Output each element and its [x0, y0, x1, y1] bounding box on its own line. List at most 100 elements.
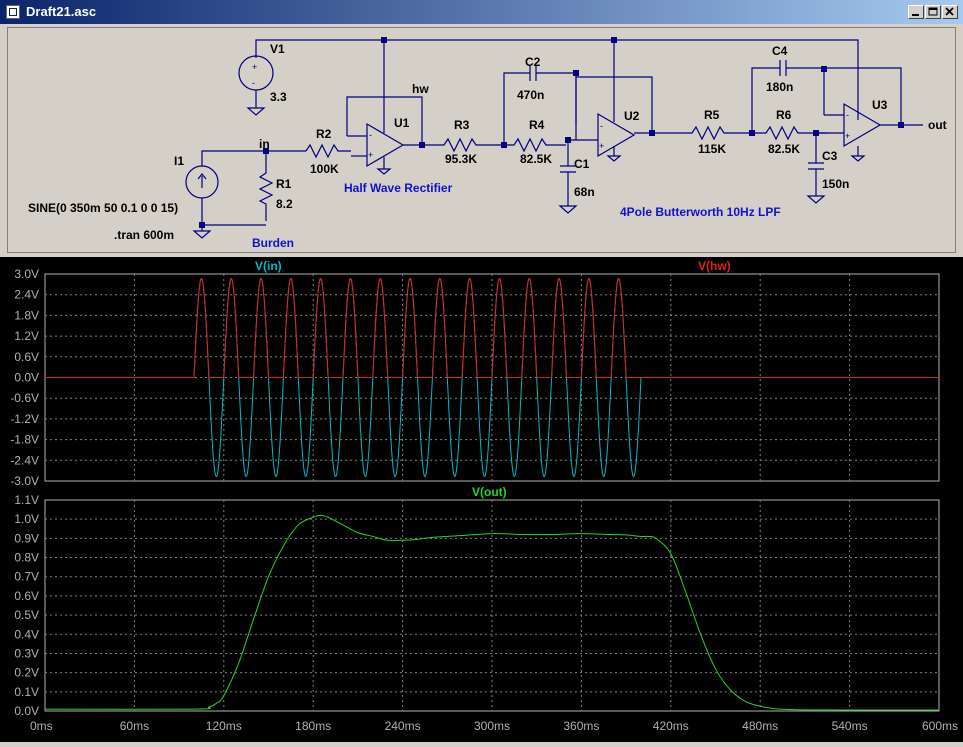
- opamp-u2[interactable]: [597, 112, 636, 158]
- x-tick-label: 600ms: [922, 719, 958, 733]
- c4-value: 180n: [766, 80, 793, 94]
- y-tick-label-top: -0.6V: [10, 391, 39, 405]
- c2-value: 470n: [517, 88, 544, 102]
- i1-value: SINE(0 350m 50 0.1 0 0 15): [28, 201, 178, 215]
- y-tick-label-bottom: 0.4V: [14, 627, 39, 641]
- y-tick-label-bottom: 0.9V: [14, 531, 39, 545]
- comment-rectifier: Half Wave Rectifier: [344, 181, 453, 195]
- y-tick-label-bottom: 1.1V: [14, 493, 39, 507]
- comment-burden: Burden: [252, 236, 294, 250]
- tran-directive[interactable]: .tran 600m: [114, 228, 174, 242]
- y-tick-label-top: -1.8V: [10, 433, 39, 447]
- y-tick-label-top: 1.2V: [14, 329, 39, 343]
- y-tick-label-bottom: 1.0V: [14, 512, 39, 526]
- y-tick-label-top: 0.0V: [14, 371, 39, 385]
- plot-pane-bottom[interactable]: 1.1V 1.0V 0.9V 0.8V 0.7V 0.6V 0.5V 0.4V 0.3V 0.2V…: [14, 485, 958, 733]
- y-tick-label-bottom: 0.0V: [14, 704, 39, 718]
- y-tick-label-top: -3.0V: [10, 474, 39, 488]
- y-tick-label-bottom: 0.8V: [14, 551, 39, 565]
- trace-vhw[interactable]: [45, 277, 939, 378]
- svg-text:+: +: [368, 150, 373, 160]
- legend-vout[interactable]: V(out): [472, 485, 507, 499]
- i1-label: I1: [174, 154, 184, 168]
- x-tick-label: 300ms: [474, 719, 510, 733]
- r4-value: 82.5K: [520, 152, 552, 166]
- net-label-out: out: [928, 118, 947, 132]
- x-tick-label: 360ms: [563, 719, 599, 733]
- x-tick-label: 120ms: [206, 719, 242, 733]
- svg-text:+: +: [252, 62, 257, 72]
- r4-label: R4: [529, 118, 545, 132]
- minimize-icon: [912, 14, 919, 16]
- resistor-r6[interactable]: [751, 67, 828, 141]
- restore-icon: [928, 7, 938, 16]
- c2-label: C2: [525, 55, 541, 69]
- y-tick-label-top: 2.4V: [14, 288, 39, 302]
- window-title: Draft21.asc: [26, 4, 97, 19]
- c3-label: C3: [822, 149, 838, 163]
- y-tick-label-top: -2.4V: [10, 453, 39, 467]
- window-title-bar[interactable]: Draft21.asc: [0, 0, 963, 24]
- u2-label: U2: [624, 109, 640, 123]
- r2-label: R2: [316, 127, 332, 141]
- y-tick-label-bottom: 0.2V: [14, 666, 39, 680]
- x-tick-label: 60ms: [120, 719, 149, 733]
- y-tick-label-bottom: 0.3V: [14, 646, 39, 660]
- schematic-pane[interactable]: -+ -+ -+ +- V1 3.3 I1 SINE(0 350m 50 0.1…: [7, 27, 956, 253]
- resistor-r3[interactable]: [422, 137, 502, 153]
- x-tick-label: 420ms: [653, 719, 689, 733]
- y-tick-label-bottom: 0.7V: [14, 570, 39, 584]
- waveform-canvas[interactable]: 3.0V2.4V1.8V1.2V0.6V0.0V-0.6V-1.2V-1.8V-…: [0, 257, 963, 742]
- legend-vin[interactable]: V(in): [255, 259, 282, 273]
- r1-value: 8.2: [276, 197, 293, 211]
- close-button[interactable]: [942, 5, 958, 19]
- resistor-r2[interactable]: [305, 143, 351, 159]
- x-tick-label: 0ms: [30, 719, 53, 733]
- y-tick-label-bottom: 0.6V: [14, 589, 39, 603]
- u3-label: U3: [872, 98, 888, 112]
- opamp-u3[interactable]: [843, 102, 882, 148]
- capacitor-c3[interactable]: [806, 133, 826, 204]
- svg-text:-: -: [600, 121, 603, 131]
- plot-pane-top[interactable]: 3.0V2.4V1.8V1.2V0.6V0.0V-0.6V-1.2V-1.8V-…: [10, 259, 940, 488]
- trace-vout[interactable]: [44, 514, 940, 711]
- opamp-u1[interactable]: [366, 122, 405, 168]
- c1-value: 68n: [574, 185, 595, 199]
- svg-text:+: +: [845, 131, 850, 141]
- r3-label: R3: [454, 118, 470, 132]
- schematic-file-icon: [6, 5, 20, 19]
- u1-label: U1: [394, 116, 410, 130]
- resistor-r5[interactable]: [652, 125, 754, 141]
- minimize-button[interactable]: [908, 5, 924, 19]
- r2-value: 100K: [310, 162, 339, 176]
- y-tick-label-bottom: 0.5V: [14, 608, 39, 622]
- x-tick-label: 240ms: [385, 719, 421, 733]
- y-tick-label-bottom: 0.1V: [14, 685, 39, 699]
- r5-label: R5: [704, 108, 720, 122]
- v1-label: V1: [270, 42, 285, 56]
- r1-label: R1: [276, 177, 292, 191]
- x-tick-label: 180ms: [295, 719, 331, 733]
- capacitor-c1[interactable]: [558, 139, 598, 214]
- comment-filter: 4Pole Butterworth 10Hz LPF: [620, 205, 781, 219]
- resistor-r4[interactable]: [503, 72, 566, 153]
- v1-value: 3.3: [270, 90, 287, 104]
- schematic-canvas[interactable]: -+ -+ -+ +- V1 3.3 I1 SINE(0 350m 50 0.1…: [8, 28, 957, 254]
- net-label-hw: hw: [412, 82, 429, 96]
- y-tick-label-top: -1.2V: [10, 412, 39, 426]
- x-tick-label: 540ms: [832, 719, 868, 733]
- y-tick-label-top: 3.0V: [14, 267, 39, 281]
- y-tick-label-top: 0.6V: [14, 350, 39, 364]
- legend-vhw[interactable]: V(hw): [698, 259, 731, 273]
- svg-text:+: +: [599, 141, 604, 151]
- restore-button[interactable]: [925, 5, 941, 19]
- capacitor-c2[interactable]: [518, 65, 577, 140]
- capacitor-c4[interactable]: [776, 60, 902, 125]
- svg-text:-: -: [369, 130, 372, 140]
- r3-value: 95.3K: [445, 152, 477, 166]
- c1-label: C1: [574, 157, 590, 171]
- c3-value: 150n: [822, 177, 849, 191]
- svg-text:-: -: [846, 110, 849, 120]
- net-label-in: in: [259, 137, 270, 151]
